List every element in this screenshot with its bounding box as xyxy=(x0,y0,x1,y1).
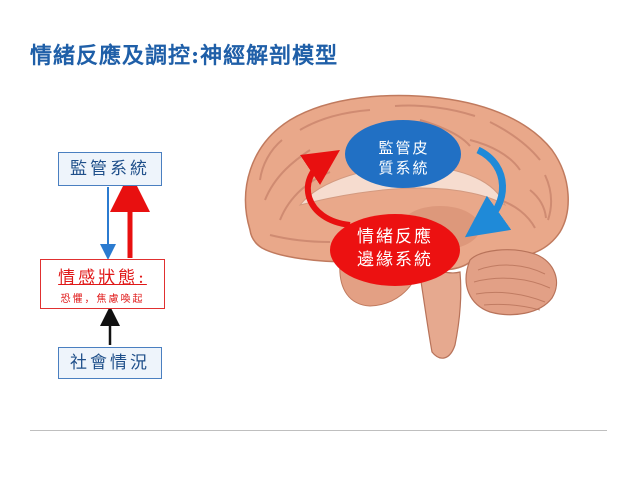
footer-divider xyxy=(30,430,607,431)
social-situation-label: 社會情況 xyxy=(70,353,150,373)
limbic-line-2: 邊緣系統 xyxy=(357,250,433,270)
brainstem-shape xyxy=(417,260,462,359)
cortex-oval-text: 監管皮 質系統 xyxy=(349,138,459,178)
limbic-line-1: 情緒反應 xyxy=(357,227,433,247)
page-title: 情緒反應及調控:神經解剖模型 xyxy=(30,43,339,69)
supervision-system-box: 監管系統 xyxy=(58,152,162,186)
blue-curve-arrow xyxy=(464,146,512,238)
emotional-state-box: 情感狀態: 恐懼，焦慮喚起 xyxy=(40,259,165,309)
supervision-system-label: 監管系統 xyxy=(70,159,150,179)
cortex-oval xyxy=(345,120,461,188)
social-situation-box: 社會情況 xyxy=(58,347,162,379)
limbic-oval-text: 情緒反應 邊緣系統 xyxy=(330,226,460,272)
emotional-state-label: 情感狀態: xyxy=(58,268,147,288)
cortex-line-2: 質系統 xyxy=(378,159,430,177)
cortex-line-1: 監管皮 xyxy=(378,139,430,157)
limbic-oval xyxy=(330,214,460,286)
emotional-state-detail: 恐懼，焦慮喚起 xyxy=(60,294,145,305)
red-curve-arrow xyxy=(300,149,351,228)
